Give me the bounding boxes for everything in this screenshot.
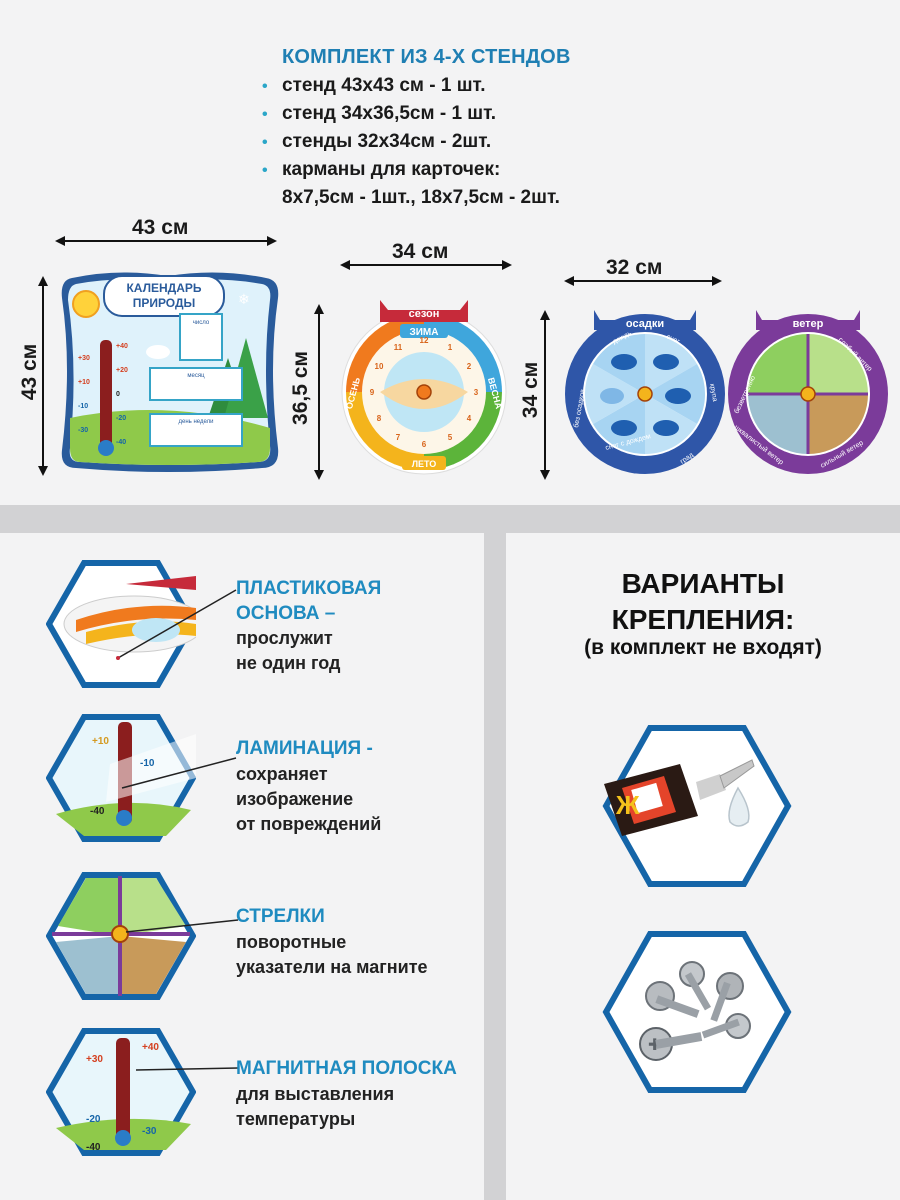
precipitation-stand: осадки дождь снег крупа град снег с дожд… (565, 310, 725, 474)
calendar-width-arrow (55, 236, 277, 246)
clock-number: 1 (448, 343, 453, 352)
thermometer-tick-label: +10 (78, 379, 90, 386)
clock-number: 9 (370, 388, 375, 397)
svg-text:-30: -30 (142, 1126, 157, 1137)
svg-text:+10: +10 (92, 736, 109, 747)
mounting-option-screws: ✚ (602, 931, 792, 1093)
clock-number: 4 (467, 414, 472, 423)
clock-number: 6 (422, 440, 427, 449)
feature-hexagon-arrows (46, 872, 196, 1000)
clock-number: 7 (396, 433, 401, 442)
glue-tube-icon: Ж (604, 759, 755, 836)
calendar-width-label: 43 см (132, 216, 189, 239)
season-header: сезон (409, 308, 440, 320)
feature-hexagon-plastic (46, 560, 196, 688)
season-summer: ЛЕТО (412, 459, 437, 469)
precip-width-label: 32 см (606, 256, 663, 279)
mounting-subtitle: (в комплект не входят) (584, 636, 822, 659)
clock-number: 10 (375, 362, 384, 371)
svg-text:-40: -40 (86, 1142, 101, 1153)
feature-hexagon-magnet: +30 +40 -20 -30 -40 (46, 1028, 196, 1156)
calendar-height-arrow (38, 276, 48, 476)
clock-number: 11 (394, 343, 403, 352)
svg-text:+30: +30 (86, 1054, 103, 1065)
svg-text:-10: -10 (140, 758, 155, 769)
clock-number: 5 (448, 433, 453, 442)
pocket-label: число (193, 320, 210, 326)
svg-text:-40: -40 (90, 806, 105, 817)
precip-width-arrow (564, 276, 722, 286)
precip-height-arrow (540, 310, 550, 480)
svg-text:-20: -20 (86, 1114, 101, 1125)
kit-item: •стенд 34х36,5см - 1 шт. (262, 103, 497, 124)
kit-list: •стенд 43х43 см - 1 шт. •стенд 34х36,5см… (262, 72, 560, 211)
calendar-title-2: ПРИРОДЫ (133, 296, 196, 310)
kit-item: •стенд 43х43 см - 1 шт. (262, 75, 486, 96)
season-winter: ЗИМА (409, 327, 438, 338)
thermometer-tick-label: -30 (78, 427, 88, 434)
svg-text:❄: ❄ (238, 292, 250, 308)
feature-pointer-line (125, 919, 239, 933)
pocket-label: день недели (179, 419, 214, 425)
pocket-label: месяц (187, 373, 205, 379)
thermometer-tick-label: -40 (116, 439, 126, 446)
wind-stand: ветер безветренно слабый ветер сильный в… (728, 310, 888, 474)
svg-text:Ж: Ж (615, 790, 640, 820)
feature-pointer-line (116, 589, 237, 660)
screws-icon: ✚ (639, 961, 751, 1061)
thermometer-scale: +40 +30 +20 +10 0 -10 -20 -30 -40 (78, 343, 128, 446)
thermometer-tick-label: +40 (116, 343, 128, 350)
season-height-arrow (314, 304, 324, 480)
clock-number: 8 (377, 414, 382, 423)
clock-number: 3 (474, 388, 479, 397)
calendar-stand: ❄ КАЛЕНДАРЬ ПРИРОДЫ число месяц день нед… (61, 272, 279, 472)
mounting-option-glue: Ж (602, 725, 792, 887)
kit-item: •карманы для карточек: (262, 159, 501, 180)
kit-item-continued: 8х7,5см - 1шт., 18х7,5см - 2шт. (282, 187, 560, 208)
feature-title: СТРЕЛКИ (236, 906, 325, 927)
clock-number: 2 (467, 362, 472, 371)
season-width-label: 34 см (392, 240, 449, 263)
precip-header: осадки (626, 318, 664, 330)
season-stand: сезон ЗИМА ЛЕТО ОСЕНЬ ВЕСНА 123456789101… (341, 300, 507, 475)
precip-label: крупа (708, 383, 718, 402)
feature-hexagon-lamination: +10 -10 -40 (46, 714, 196, 842)
svg-text:+40: +40 (142, 1042, 159, 1053)
horizontal-divider (0, 505, 900, 533)
thermometer-tick-label: 0 (116, 391, 120, 398)
thermometer-tick-label: +30 (78, 355, 90, 362)
feature-title: МАГНИТНАЯ ПОЛОСКА (236, 1058, 457, 1079)
vertical-divider (484, 533, 506, 1200)
thermometer-tick-label: +20 (116, 367, 128, 374)
thermometer-tick-label: -20 (116, 415, 126, 422)
wind-header: ветер (793, 318, 824, 330)
feature-pointer-line (121, 757, 237, 789)
thermometer-tick-label: -10 (78, 403, 88, 410)
kit-title: КОМПЛЕКТ ИЗ 4-Х СТЕНДОВ (282, 46, 571, 68)
clock-number: 12 (420, 336, 429, 345)
calendar-title-1: КАЛЕНДАРЬ (126, 281, 201, 295)
kit-item: •стенды 32х34см - 2шт. (262, 131, 492, 152)
feature-pointer-line (135, 1067, 239, 1071)
feature-title: ЛАМИНАЦИЯ - (236, 738, 373, 759)
season-width-arrow (340, 260, 512, 270)
